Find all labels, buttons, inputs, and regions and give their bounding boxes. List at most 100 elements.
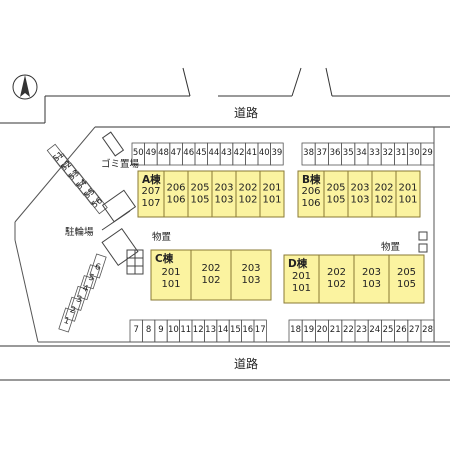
parking-space-number: 5 bbox=[87, 273, 95, 284]
garbage-area bbox=[101, 131, 125, 157]
room-number-upper: 203 bbox=[350, 182, 369, 193]
parking-space-number: 37 bbox=[316, 148, 327, 158]
parking-space: 6 bbox=[89, 253, 107, 279]
parking-space-number: 3 bbox=[75, 294, 83, 305]
building-name: A棟 bbox=[142, 173, 161, 186]
room-number-upper: 203 bbox=[362, 267, 381, 278]
parking-space-number: 22 bbox=[343, 325, 354, 335]
parking-space-number: 28 bbox=[422, 325, 433, 335]
road-label-bottom: 道路 bbox=[234, 356, 258, 371]
building-unit bbox=[230, 249, 272, 301]
parking-space-number: 6 bbox=[93, 262, 101, 273]
building-unit bbox=[137, 170, 165, 218]
room-number-lower: 107 bbox=[141, 198, 160, 209]
parking-space-number: 20 bbox=[317, 325, 328, 335]
parking-space-number: 8 bbox=[146, 325, 151, 335]
room-number-upper: 201 bbox=[292, 271, 311, 282]
room-number-lower: 102 bbox=[238, 194, 257, 205]
building-unit bbox=[163, 170, 189, 218]
parking-space-number: 31 bbox=[396, 148, 407, 158]
north-arrow-icon bbox=[12, 74, 38, 100]
road-top bbox=[0, 67, 450, 128]
parking-space: 56 bbox=[85, 189, 108, 215]
parking-space-number: 29 bbox=[422, 148, 433, 158]
room-number-lower: 101 bbox=[398, 194, 417, 205]
building-name: B棟 bbox=[302, 173, 321, 186]
parking-space-number: 12 bbox=[193, 325, 204, 335]
parking-space-number: 40 bbox=[259, 148, 270, 158]
room-number-lower: 105 bbox=[397, 279, 416, 290]
room-number-lower: 102 bbox=[327, 279, 346, 290]
parking-space: 4 bbox=[76, 275, 95, 301]
room-number-upper: 205 bbox=[397, 267, 416, 278]
parking-space-number: 27 bbox=[409, 325, 420, 335]
building-unit bbox=[353, 254, 390, 304]
room-number-upper: 202 bbox=[374, 182, 393, 193]
room-number-lower: 102 bbox=[374, 194, 393, 205]
parking-space-number: 9 bbox=[158, 325, 163, 335]
parking-space-number: 16 bbox=[242, 325, 253, 335]
building-name: C棟 bbox=[155, 252, 174, 265]
storage-left-label: 物置 bbox=[152, 231, 171, 243]
parking-space: 5 bbox=[83, 264, 101, 290]
room-number-lower: 101 bbox=[161, 279, 180, 290]
parking-space-number: 14 bbox=[218, 325, 229, 335]
room-number-upper: 203 bbox=[241, 263, 260, 274]
parking-space-number: 43 bbox=[221, 148, 232, 158]
room-number-upper: 202 bbox=[238, 182, 257, 193]
parking-space-number: 11 bbox=[180, 325, 191, 335]
room-number-upper: 202 bbox=[201, 263, 220, 274]
parking-space-number: 50 bbox=[133, 148, 144, 158]
room-number-upper: 206 bbox=[301, 186, 320, 197]
parking-space-number: 10 bbox=[168, 325, 179, 335]
room-number-lower: 103 bbox=[362, 279, 381, 290]
parking-space-number: 45 bbox=[196, 148, 207, 158]
building-unit bbox=[150, 249, 192, 301]
parking-space-number: 36 bbox=[330, 148, 341, 158]
storage-right bbox=[418, 231, 428, 253]
parking-space-number: 21 bbox=[330, 325, 341, 335]
building-name: D棟 bbox=[288, 257, 308, 270]
parking-space-number: 46 bbox=[183, 148, 194, 158]
parking-space-number: 44 bbox=[208, 148, 219, 158]
room-number-upper: 207 bbox=[141, 186, 160, 197]
parking-space-number: 18 bbox=[290, 325, 301, 335]
room-number-lower: 101 bbox=[292, 283, 311, 294]
building-unit bbox=[371, 170, 397, 218]
parking-space-number: 35 bbox=[343, 148, 354, 158]
bicycle-parking bbox=[101, 189, 139, 267]
road-label-top: 道路 bbox=[234, 105, 258, 120]
building-unit bbox=[283, 254, 320, 304]
room-number-lower: 103 bbox=[350, 194, 369, 205]
parking-space-number: 30 bbox=[409, 148, 420, 158]
building-unit bbox=[259, 170, 285, 218]
room-number-upper: 206 bbox=[166, 182, 185, 193]
road-bottom bbox=[0, 345, 450, 381]
parking-space-number: 7 bbox=[133, 325, 138, 335]
bicycle-parking-label: 駐輪場 bbox=[65, 226, 94, 238]
room-number-lower: 101 bbox=[262, 194, 281, 205]
storage-right-label: 物置 bbox=[381, 241, 400, 253]
parking-space bbox=[270, 142, 284, 166]
parking-space-number: 38 bbox=[303, 148, 314, 158]
building-unit bbox=[395, 170, 421, 218]
building-unit bbox=[187, 170, 213, 218]
garbage-label: ゴミ置場 bbox=[101, 158, 140, 170]
parking-space-number: 17 bbox=[255, 325, 266, 335]
room-number-lower: 105 bbox=[190, 194, 209, 205]
parking-space-number: 26 bbox=[396, 325, 407, 335]
room-number-upper: 201 bbox=[262, 182, 281, 193]
building-unit bbox=[388, 254, 425, 304]
parking-space-number: 39 bbox=[271, 148, 282, 158]
parking-space-number: 42 bbox=[234, 148, 245, 158]
parking-space-number: 15 bbox=[230, 325, 241, 335]
parking-space-number: 24 bbox=[369, 325, 380, 335]
parking-space-number: 33 bbox=[369, 148, 380, 158]
room-number-lower: 103 bbox=[214, 194, 233, 205]
